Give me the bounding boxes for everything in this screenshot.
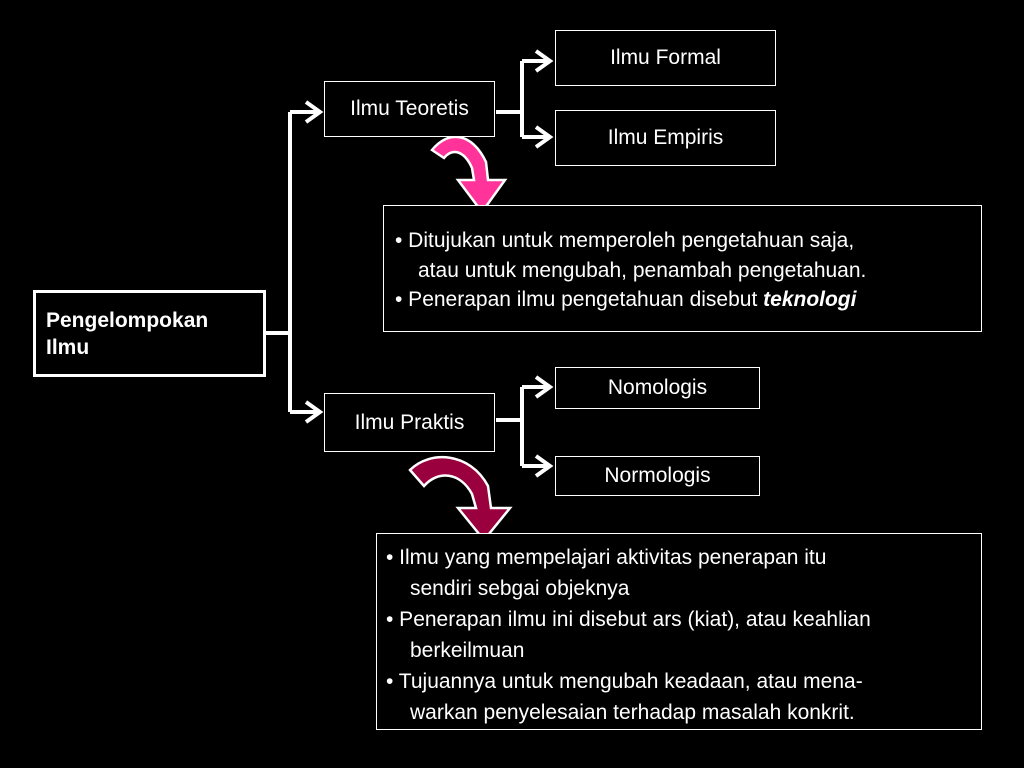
root-branch-connector xyxy=(266,110,320,414)
arrowhead-teoretis xyxy=(304,100,324,124)
praktis-note-1-line2: sendiri sebgai objeknya xyxy=(410,577,630,600)
arrowhead-ilmu-empiris xyxy=(534,125,554,149)
teoretis-note-1-line2: atau untuk mengubah, penambah pengetahua… xyxy=(418,258,867,282)
arrowhead-nomologis xyxy=(534,375,554,399)
node-ilmu-teoretis-label: Ilmu Teoretis xyxy=(350,97,469,120)
teoretis-note-2-text: • Penerapan ilmu pengetahuan disebut xyxy=(395,288,764,311)
node-ilmu-praktis: Ilmu Praktis xyxy=(324,393,495,452)
arrowhead-ilmu-formal xyxy=(534,49,554,73)
teoretis-notes-box: • Ditujukan untuk memperoleh pengetahuan… xyxy=(383,205,982,332)
praktis-note-3-line2: warkan penyelesaian terhadap masalah kon… xyxy=(410,701,855,724)
node-ilmu-teoretis: Ilmu Teoretis xyxy=(324,81,495,137)
root-node: Pengelompokan Ilmu xyxy=(33,290,266,377)
curved-arrow-praktis-icon xyxy=(408,456,513,542)
node-ilmu-formal: Ilmu Formal xyxy=(555,30,776,86)
node-nomologis: Nomologis xyxy=(555,367,760,409)
teoretis-note-2: • Penerapan ilmu pengetahuan disebut tek… xyxy=(395,285,981,315)
node-ilmu-empiris-label: Ilmu Empiris xyxy=(607,126,724,149)
node-ilmu-empiris: Ilmu Empiris xyxy=(555,110,776,166)
teoretis-note-2-emphasis: teknologi xyxy=(763,288,857,311)
node-normologis-label: Normologis xyxy=(604,464,711,487)
root-label-line2: Ilmu xyxy=(46,335,90,359)
node-ilmu-formal-label: Ilmu Formal xyxy=(610,46,721,69)
node-ilmu-praktis-label: Ilmu Praktis xyxy=(354,410,465,434)
praktis-notes-box: • Ilmu yang mempelajari aktivitas penera… xyxy=(376,533,982,730)
arrowhead-normologis xyxy=(534,454,554,478)
praktis-note-2-line1: • Penerapan ilmu ini disebut ars (kiat),… xyxy=(386,608,871,631)
arrowhead-praktis xyxy=(304,400,324,424)
praktis-note-1-line1: • Ilmu yang mempelajari aktivitas penera… xyxy=(386,546,827,569)
praktis-note-3-line1: • Tujuannya untuk mengubah keadaan, atau… xyxy=(386,670,863,693)
node-nomologis-label: Nomologis xyxy=(607,376,708,399)
root-label-line1: Pengelompokan xyxy=(46,308,209,332)
node-normologis: Normologis xyxy=(555,456,760,496)
praktis-branch-connector xyxy=(496,385,550,468)
teoretis-branch-connector xyxy=(496,59,550,139)
teoretis-note-1-line1: • Ditujukan untuk memperoleh pengetahuan… xyxy=(395,229,855,252)
curved-arrow-teoretis-icon xyxy=(430,135,508,215)
praktis-note-2-line2: berkeilmuan xyxy=(410,639,525,662)
